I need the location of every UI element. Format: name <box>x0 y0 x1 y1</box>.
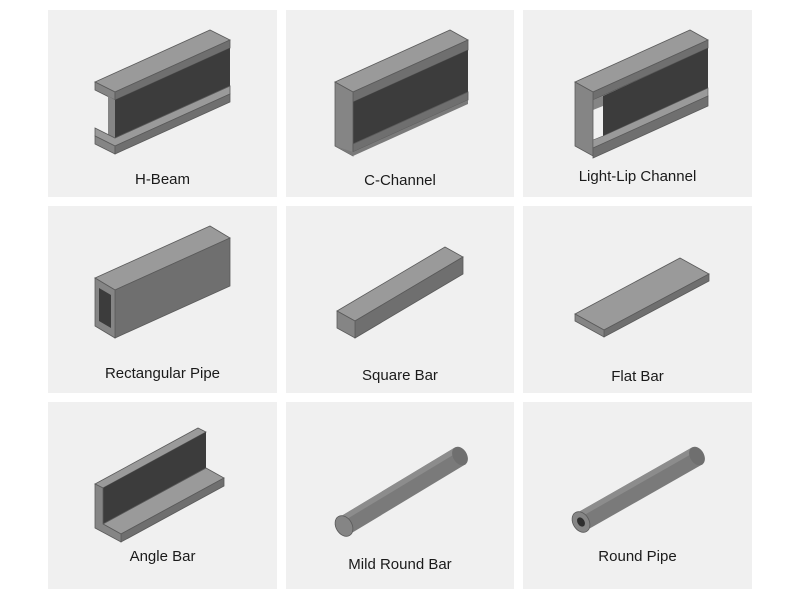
flat-bar-icon <box>574 257 710 338</box>
light-lip-channel-icon <box>574 29 709 159</box>
mild-round-bar-icon <box>334 446 468 537</box>
tile-label: Mild Round Bar <box>348 556 452 573</box>
c-channel-icon <box>334 29 469 157</box>
tile-light-lip-channel: Light-Lip Channel <box>523 10 752 197</box>
tile-label: C-Channel <box>364 172 436 189</box>
tile-rectangular-pipe: Rectangular Pipe <box>48 206 277 393</box>
tile-mild-round-bar: Mild Round Bar <box>286 402 514 589</box>
tile-label: Light-Lip Channel <box>578 168 697 185</box>
tile-label: Rectangular Pipe <box>104 365 221 382</box>
h-beam-icon <box>94 29 231 155</box>
square-bar-icon <box>336 246 464 339</box>
tile-label: Flat Bar <box>611 368 664 385</box>
round-pipe-icon <box>571 446 705 533</box>
tile-flat-bar: Flat Bar <box>523 206 752 393</box>
tile-label: H-Beam <box>134 171 190 188</box>
angle-bar-icon <box>94 427 225 543</box>
tile-label: Square Bar <box>362 367 438 384</box>
tile-label: Round Pipe <box>598 548 677 565</box>
tile-h-beam: H-Beam <box>48 10 277 197</box>
tile-round-pipe: Round Pipe <box>523 402 752 589</box>
tile-angle-bar: Angle Bar <box>48 402 277 589</box>
tile-label: Angle Bar <box>129 548 196 565</box>
rectangular-pipe-icon <box>94 225 231 339</box>
tile-c-channel: C-Channel <box>286 10 514 197</box>
tile-square-bar: Square Bar <box>286 206 514 393</box>
